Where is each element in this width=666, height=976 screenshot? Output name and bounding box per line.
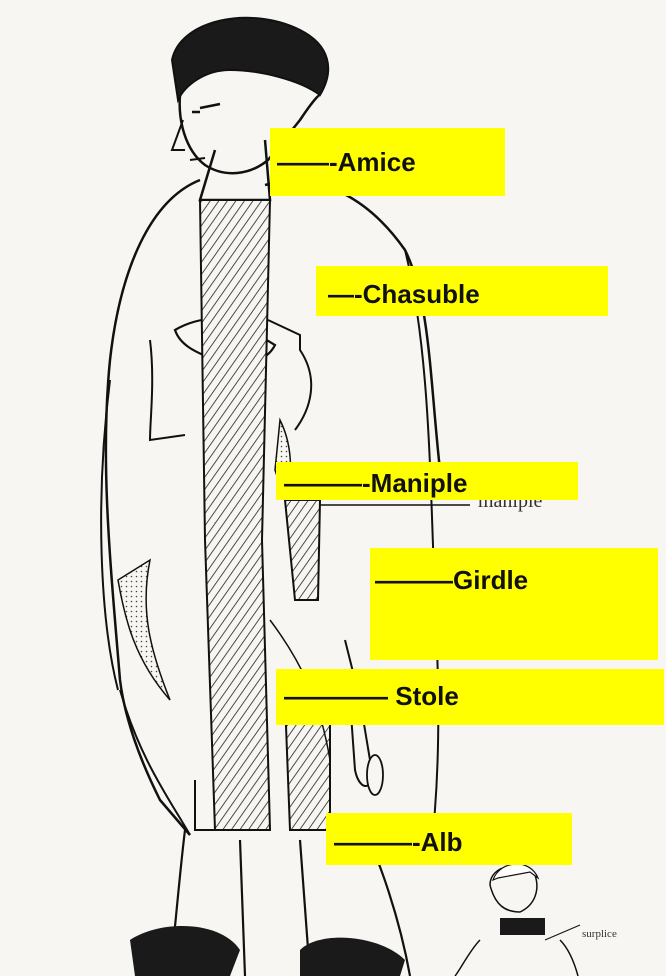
sleeve-left bbox=[150, 340, 185, 440]
label-stole: ———— Stole bbox=[276, 669, 664, 725]
label-alb: ———-Alb bbox=[326, 813, 572, 865]
label-amice: ——-Amice bbox=[270, 128, 505, 196]
label-maniple: ———-Maniple bbox=[276, 462, 578, 500]
surplice-caption: surplice bbox=[582, 928, 617, 940]
label-girdle: ———Girdle bbox=[370, 548, 658, 660]
stole-band bbox=[200, 200, 270, 830]
maniple-band bbox=[285, 500, 320, 600]
amice-collar bbox=[200, 140, 270, 200]
lace-left bbox=[118, 560, 170, 700]
label-chasuble: —-Chasuble bbox=[316, 266, 608, 316]
small-altar-server-figure bbox=[455, 864, 580, 976]
sleeve-right bbox=[268, 320, 311, 430]
hair bbox=[172, 18, 328, 100]
